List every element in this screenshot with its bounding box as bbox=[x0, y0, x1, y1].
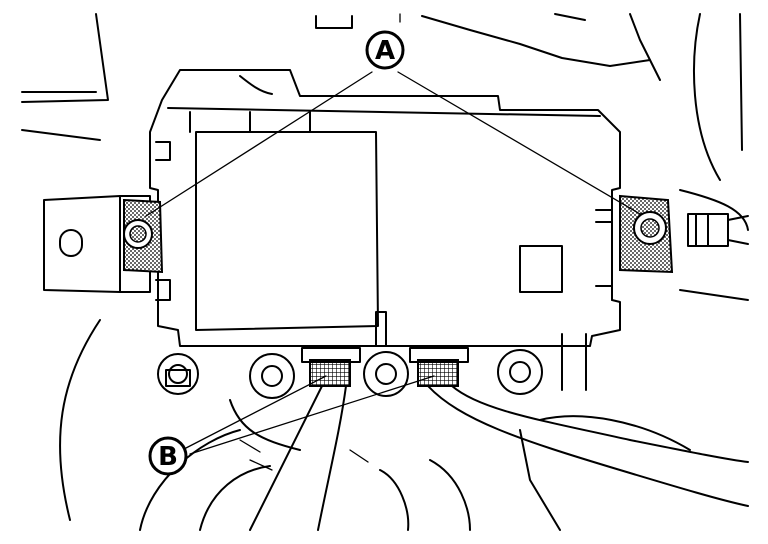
leader-line-a-left bbox=[145, 71, 373, 217]
callout-b: B bbox=[148, 375, 435, 476]
callout-a: A bbox=[145, 13, 641, 217]
callout-b-label: B bbox=[158, 442, 178, 472]
connector-b-right bbox=[409, 347, 469, 387]
connector-b-left bbox=[301, 347, 361, 387]
lower-studs bbox=[157, 333, 587, 399]
leader-line-b-left bbox=[185, 375, 327, 449]
background-structure bbox=[21, 13, 749, 521]
bolt-a-left bbox=[123, 198, 164, 274]
control-unit-housing bbox=[149, 69, 621, 347]
wiring-harness bbox=[249, 385, 749, 531]
bolt-a-right bbox=[619, 194, 674, 274]
lower-structure bbox=[139, 399, 691, 531]
side-connector bbox=[687, 213, 749, 247]
callout-b-circle bbox=[148, 436, 188, 476]
leader-line-b-right bbox=[189, 375, 435, 455]
callout-a-circle bbox=[365, 30, 405, 70]
leader-line-a-right bbox=[397, 71, 641, 215]
callout-a-label: A bbox=[375, 36, 395, 66]
